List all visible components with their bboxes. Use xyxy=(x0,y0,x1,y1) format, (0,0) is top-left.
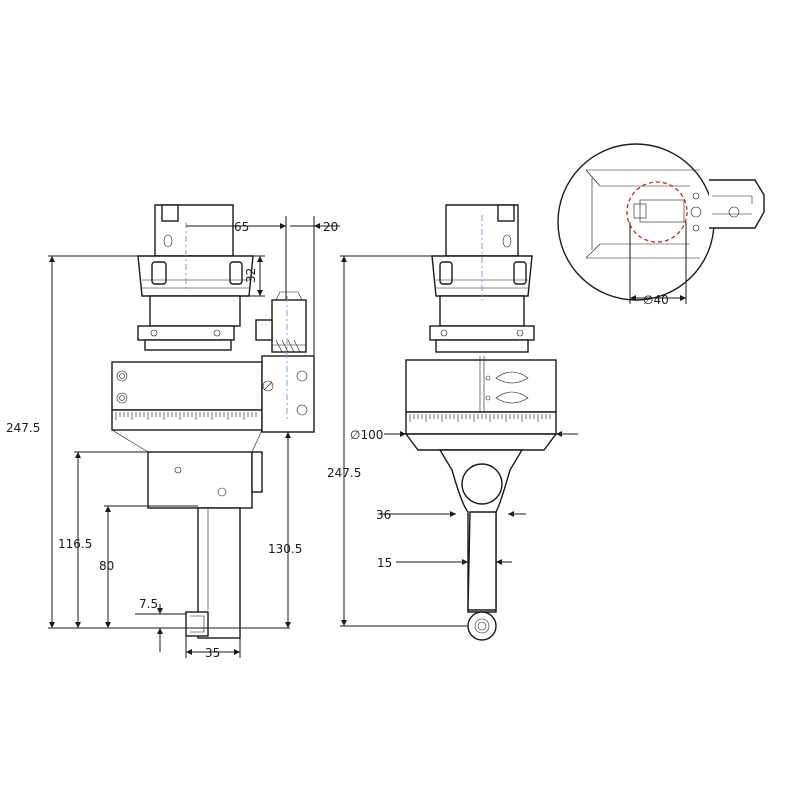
dim-15: 15 xyxy=(377,556,392,570)
dim-116-5: 116.5 xyxy=(58,537,92,551)
dim-130-5: 130.5 xyxy=(268,542,302,556)
dim-247-5-left: 247.5 xyxy=(6,421,40,435)
dimension-lines xyxy=(48,216,687,658)
dim-diameter-40: ∅40 xyxy=(643,293,669,307)
scale-ticks-right xyxy=(409,414,551,422)
dim-7-5: 7.5 xyxy=(139,597,158,611)
dim-20: 20 xyxy=(323,220,338,234)
side-view xyxy=(111,204,315,639)
dim-35: 35 xyxy=(205,646,220,660)
dim-247-5-right: 247.5 xyxy=(327,466,361,480)
scale-ticks-left xyxy=(115,412,257,420)
front-view xyxy=(404,204,558,641)
dim-80: 80 xyxy=(99,559,114,573)
dim-65: 65 xyxy=(234,220,249,234)
dim-diameter-100: ∅100 xyxy=(350,428,383,442)
dim-36: 36 xyxy=(376,508,391,522)
dim-32: 32 xyxy=(244,268,258,283)
dimension-labels: 65 20 32 247.5 116.5 80 130.5 7.5 35 ∅10… xyxy=(6,220,669,660)
detail-highlight-circle xyxy=(626,181,688,243)
detail-view xyxy=(557,143,765,301)
